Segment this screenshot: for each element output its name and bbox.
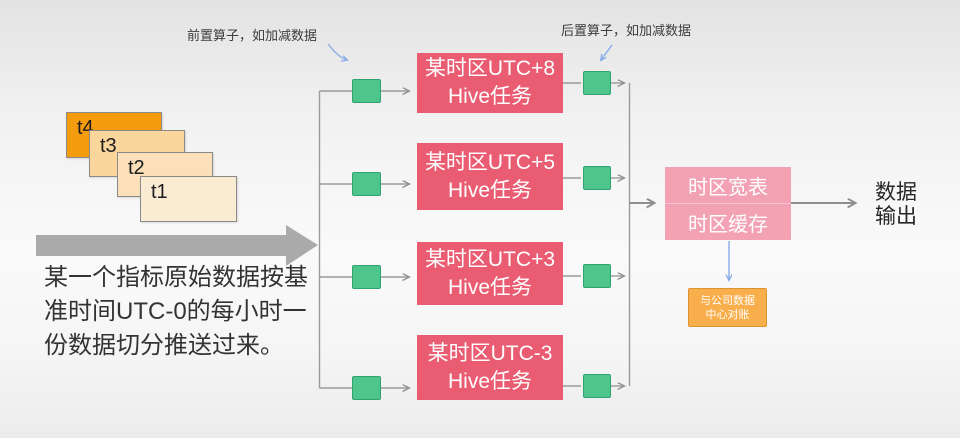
output-line-2: 输出 <box>875 205 917 228</box>
post-operator-square-3 <box>583 264 611 288</box>
task-title: 某时区UTC+5 <box>424 150 556 174</box>
data-output-label: 数据 输出 <box>875 181 917 229</box>
task-box-utc-plus-5: 某时区UTC+5 Hive任务 <box>417 143 563 210</box>
task-box-utc-minus-3: 某时区UTC-3 Hive任务 <box>417 335 563 400</box>
input-flow-arrow-icon <box>36 225 318 266</box>
timezone-cache-cell: 时区缓存 <box>688 213 768 236</box>
caption-line-2: 准时间UTC-0的每小时一 <box>44 298 307 325</box>
pre-operator-square-1 <box>352 79 381 103</box>
timezone-wide-table-cell: 时区宽表 <box>665 167 791 204</box>
task-title: 某时区UTC+3 <box>424 247 556 271</box>
post-operator-square-2 <box>583 166 611 190</box>
fanin-connectors <box>563 83 631 386</box>
task-box-utc-plus-8: 某时区UTC+8 Hive任务 <box>417 53 563 113</box>
task-title: 某时区UTC+8 <box>424 57 556 80</box>
post-operator-pointer-icon <box>601 44 613 60</box>
pre-operator-square-4 <box>352 376 381 400</box>
task-title: 某时区UTC-3 <box>427 341 553 365</box>
reconcile-box: 与公司数据 中心对账 <box>688 288 767 327</box>
pre-operator-square-3 <box>352 265 381 289</box>
task-subtitle: Hive任务 <box>447 178 532 202</box>
source-card-t1: t1 <box>140 176 237 222</box>
task-subtitle: Hive任务 <box>447 369 532 393</box>
post-operator-label: 后置算子，如加减数据 <box>561 23 692 38</box>
output-line-1: 数据 <box>875 181 917 204</box>
task-subtitle: Hive任务 <box>447 85 532 108</box>
pre-operator-label: 前置算子，如加减数据 <box>187 28 318 43</box>
reconcile-line-2: 中心对账 <box>705 308 750 321</box>
caption-line-1: 某一个指标原始数据按基 <box>44 264 308 291</box>
post-operator-square-4 <box>583 374 611 398</box>
task-subtitle: Hive任务 <box>447 275 532 299</box>
reconcile-line-1: 与公司数据 <box>700 294 755 307</box>
aggregate-box: 时区宽表 时区缓存 <box>665 167 791 240</box>
pre-operator-square-2 <box>352 172 381 196</box>
post-operator-square-1 <box>583 71 611 95</box>
pre-operator-pointer-icon <box>327 43 347 60</box>
caption-line-3: 份数据切分推送过来。 <box>44 332 284 359</box>
source-caption: 某一个指标原始数据按基 准时间UTC-0的每小时一 份数据切分推送过来。 <box>44 261 344 363</box>
task-box-utc-plus-3: 某时区UTC+3 Hive任务 <box>417 242 563 305</box>
